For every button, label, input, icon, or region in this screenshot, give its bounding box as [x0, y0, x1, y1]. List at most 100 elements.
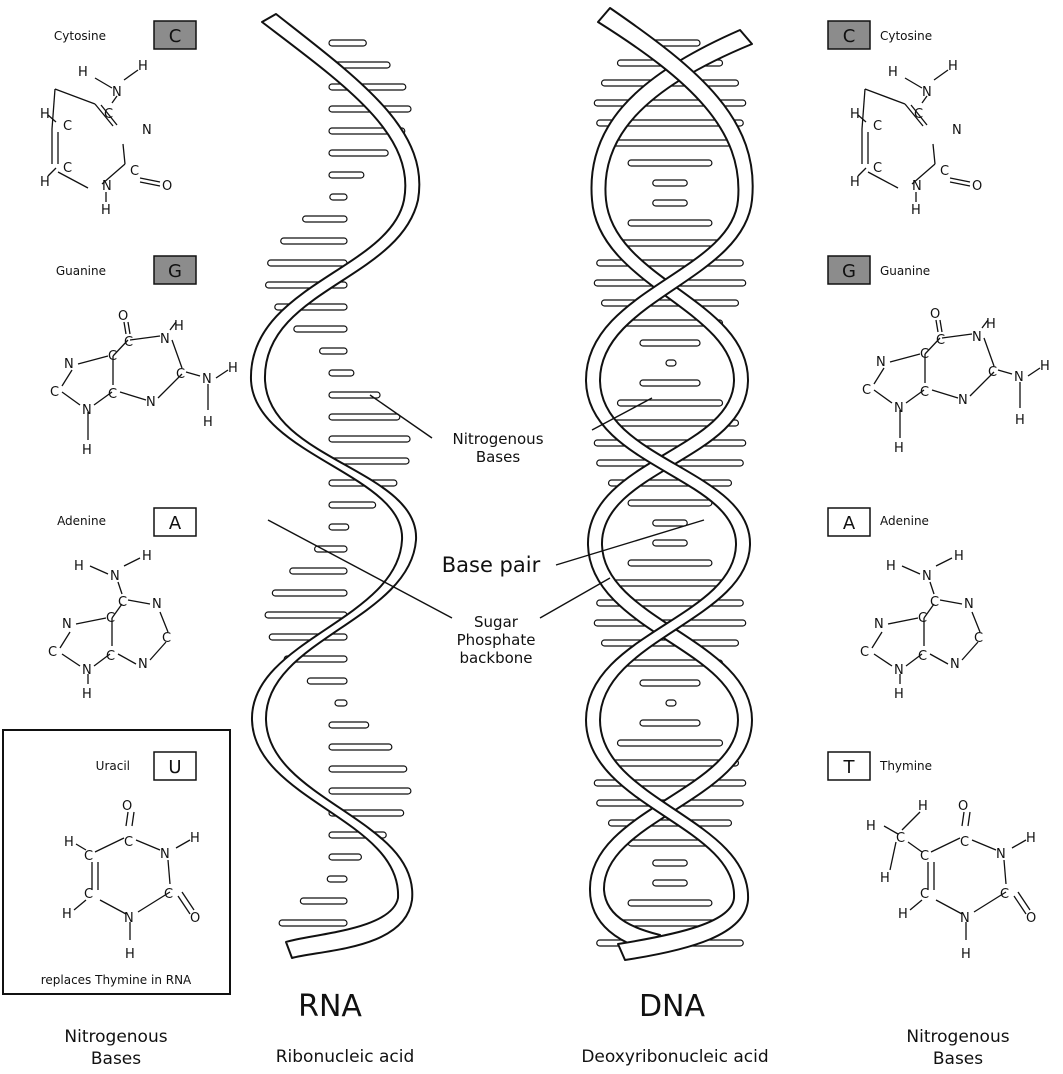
- svg-text:N: N: [952, 123, 962, 138]
- svg-text:N: N: [1014, 370, 1024, 385]
- svg-text:O: O: [1026, 911, 1036, 926]
- left-cytosine-letter: C: [169, 26, 182, 47]
- svg-text:C: C: [918, 649, 927, 664]
- svg-text:C: C: [176, 367, 185, 382]
- svg-text:N: N: [160, 847, 170, 862]
- left-uracil-name: Uracil: [96, 759, 130, 773]
- dna-base-pair: [593, 439, 747, 447]
- dna-base-pair: [639, 339, 701, 347]
- dna-base-pair: [652, 859, 688, 867]
- svg-text:H: H: [886, 559, 896, 574]
- adenine-structure: HN HC NC NC CN CN H: [48, 549, 171, 702]
- svg-text:H: H: [174, 319, 184, 334]
- rna-base: [326, 875, 348, 883]
- left-guanine-name: Guanine: [56, 264, 106, 278]
- svg-text:C: C: [896, 831, 905, 846]
- svg-text:N: N: [112, 85, 122, 100]
- svg-text:C: C: [162, 631, 171, 646]
- rna-base: [302, 215, 348, 223]
- svg-text:N: N: [124, 911, 134, 926]
- svg-text:C: C: [960, 835, 969, 850]
- left-guanine-letter: G: [168, 261, 182, 282]
- svg-text:N: N: [82, 403, 92, 418]
- dna-strand-front: [585, 7, 754, 961]
- svg-text:H: H: [190, 831, 200, 846]
- svg-text:C: C: [1000, 887, 1009, 902]
- svg-text:O: O: [930, 307, 940, 322]
- rna-base: [293, 325, 348, 333]
- svg-text:N: N: [138, 657, 148, 672]
- svg-text:C: C: [124, 835, 133, 850]
- rna-base: [328, 149, 389, 157]
- dna-base-pair: [652, 199, 688, 207]
- svg-text:H: H: [894, 687, 904, 702]
- rna-backbone-strand: [249, 13, 421, 959]
- right-adenine-name: Adenine: [880, 514, 929, 528]
- rna-bases: [264, 39, 412, 927]
- dna-base-pair: [616, 739, 724, 747]
- dna-title: DNA: [639, 989, 706, 1024]
- svg-text:N: N: [110, 569, 120, 584]
- svg-text:H: H: [961, 947, 971, 962]
- callout-nitrogenous-line1: Nitrogenous: [452, 430, 543, 448]
- rna-base: [278, 919, 348, 927]
- callout-base-pair-label: Base pair: [442, 553, 541, 577]
- callout-nitrogenous-line2: Bases: [476, 448, 521, 466]
- rna-base: [267, 259, 348, 267]
- rna-base: [314, 545, 348, 553]
- left-guanine-badge: [153, 255, 197, 285]
- dna-base-pair: [652, 879, 688, 887]
- rna-base: [328, 435, 411, 443]
- svg-text:H: H: [125, 947, 135, 962]
- left-adenine-name: Adenine: [57, 514, 106, 528]
- svg-text:C: C: [918, 611, 927, 626]
- svg-text:H: H: [866, 819, 876, 834]
- thymine-structure: OC NH CO NH CH CC HH H: [866, 799, 1036, 962]
- svg-text:C: C: [50, 385, 59, 400]
- right-side-title-line2: Bases: [933, 1049, 983, 1069]
- svg-text:N: N: [160, 332, 170, 347]
- svg-text:H: H: [228, 361, 238, 376]
- svg-text:C: C: [63, 119, 72, 134]
- callout-base-pair: Base pair: [442, 519, 705, 577]
- svg-text:H: H: [888, 65, 898, 80]
- svg-text:N: N: [202, 372, 212, 387]
- svg-text:H: H: [138, 59, 148, 74]
- svg-text:H: H: [850, 175, 860, 190]
- svg-text:C: C: [920, 849, 929, 864]
- svg-text:H: H: [948, 59, 958, 74]
- svg-text:N: N: [922, 569, 932, 584]
- svg-text:O: O: [972, 179, 982, 194]
- dna-helix: [585, 7, 754, 961]
- dna-base-pair: [639, 379, 701, 387]
- svg-text:C: C: [124, 335, 133, 350]
- rna-title: RNA: [298, 989, 362, 1024]
- rna-base: [328, 853, 362, 861]
- svg-text:N: N: [950, 657, 960, 672]
- svg-text:H: H: [82, 687, 92, 702]
- svg-text:N: N: [152, 597, 162, 612]
- rna-subtitle: Ribonucleic acid: [276, 1047, 415, 1067]
- dna-base-pair: [627, 499, 713, 507]
- svg-text:C: C: [108, 349, 117, 364]
- svg-text:H: H: [850, 107, 860, 122]
- adenine-structure: HN HC NC NC CN CN H: [860, 549, 983, 702]
- svg-text:N: N: [894, 401, 904, 416]
- svg-text:H: H: [62, 907, 72, 922]
- svg-text:O: O: [118, 309, 128, 324]
- right-adenine-letter: A: [843, 513, 856, 534]
- right-thymine-name: Thymine: [879, 759, 932, 773]
- svg-text:N: N: [62, 617, 72, 632]
- svg-text:C: C: [130, 164, 139, 179]
- svg-text:C: C: [974, 631, 983, 646]
- svg-text:C: C: [118, 595, 127, 610]
- rna-base: [319, 347, 348, 355]
- rna-base: [328, 523, 350, 531]
- svg-text:H: H: [1040, 359, 1050, 374]
- svg-text:N: N: [64, 357, 74, 372]
- svg-text:C: C: [164, 887, 173, 902]
- svg-text:H: H: [64, 835, 74, 850]
- svg-text:N: N: [958, 393, 968, 408]
